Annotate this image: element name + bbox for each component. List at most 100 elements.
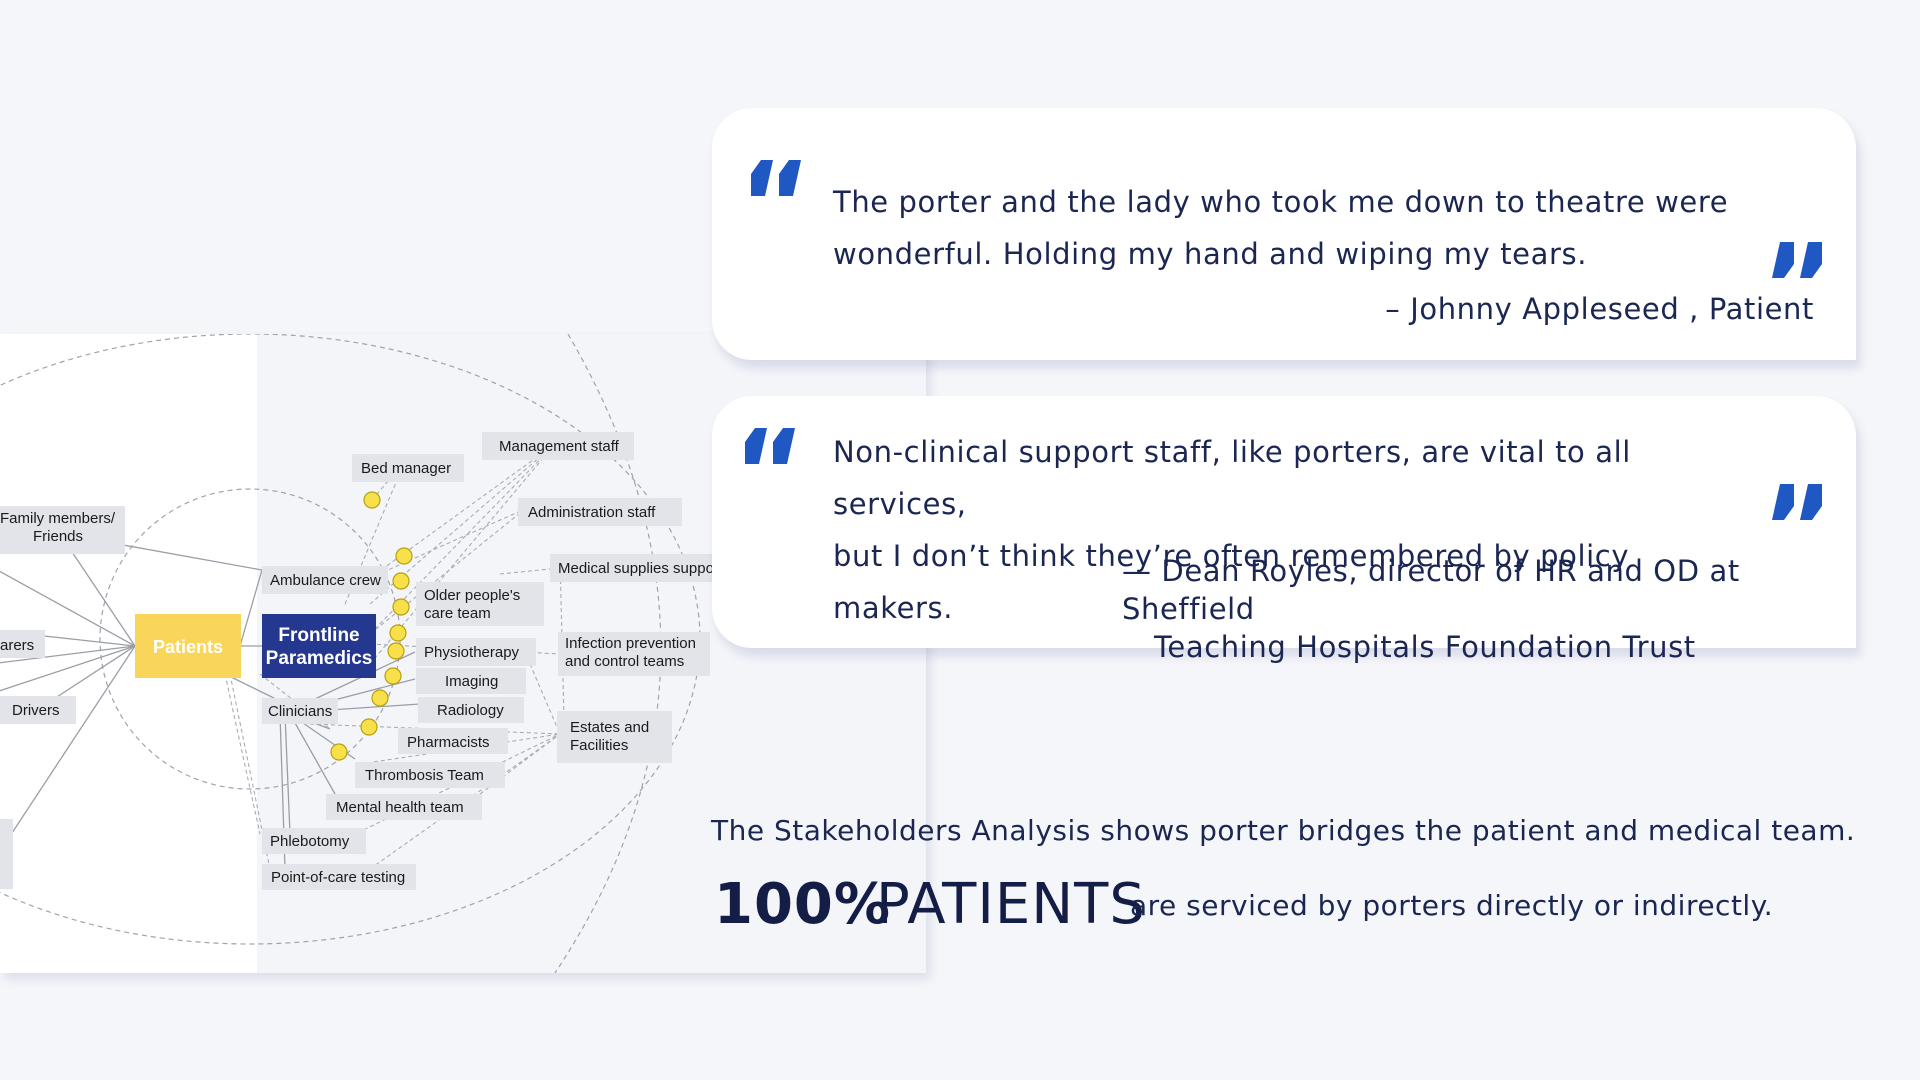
dash-bed-manager-2 bbox=[344, 460, 406, 605]
porter-dot bbox=[363, 491, 381, 509]
node-box bbox=[418, 697, 524, 723]
node-label: Point-of-care testing bbox=[271, 869, 405, 886]
node-label: Radiology bbox=[437, 702, 504, 719]
node-box bbox=[352, 454, 464, 482]
node-clinicians: Clinicians bbox=[262, 698, 338, 724]
node-bottom-left bbox=[0, 819, 13, 889]
dash-management-4 bbox=[369, 443, 556, 665]
node-box bbox=[262, 864, 416, 890]
node-label: Imaging bbox=[445, 673, 498, 690]
node-older-people: Older people's care team bbox=[416, 582, 544, 626]
quote-author: – Johnny Appleseed , Patient bbox=[1385, 292, 1814, 326]
dash-estates-3 bbox=[369, 733, 561, 870]
node-label: arers bbox=[0, 637, 34, 654]
node-radiology: Radiology bbox=[418, 697, 524, 723]
node-box bbox=[326, 794, 482, 820]
porter-dot bbox=[387, 642, 405, 660]
open-quote-icon bbox=[751, 160, 801, 196]
node-label: Estates and bbox=[570, 719, 649, 736]
hub-patients: Patients bbox=[135, 614, 241, 678]
node-label: care team bbox=[424, 605, 491, 622]
node-box bbox=[550, 554, 740, 582]
patient-links bbox=[0, 533, 263, 837]
node-medical-supplies: Medical supplies suppo bbox=[550, 554, 740, 582]
node-label: Friends bbox=[33, 528, 83, 545]
porter-dot bbox=[330, 743, 348, 761]
node-bed-manager: Bed manager bbox=[352, 454, 464, 482]
porter-dot bbox=[384, 667, 402, 685]
node-label: Bed manager bbox=[361, 460, 451, 477]
porter-dot bbox=[392, 572, 410, 590]
node-box bbox=[482, 432, 634, 460]
node-box bbox=[262, 698, 338, 724]
node-thrombosis-team: Thrombosis Team bbox=[355, 762, 505, 788]
node-label: Thrombosis Team bbox=[365, 767, 484, 784]
close-quote-icon bbox=[1772, 242, 1822, 278]
right-arc bbox=[554, 334, 662, 973]
link-patients-left-4 bbox=[0, 645, 136, 692]
node-box bbox=[355, 762, 505, 788]
node-label: Older people's bbox=[424, 587, 520, 604]
node-phlebotomy: Phlebotomy bbox=[262, 828, 366, 854]
stat-description: are serviced by porters directly or indi… bbox=[1130, 889, 1774, 922]
dash-estates-6 bbox=[529, 663, 561, 735]
node-mental-health-team: Mental health team bbox=[326, 794, 482, 820]
hub-box bbox=[262, 614, 376, 678]
node-imaging: Imaging bbox=[416, 668, 526, 694]
link-clinicians-phlebotomy bbox=[284, 713, 291, 835]
node-box bbox=[0, 819, 13, 889]
node-ambulance-crew: Ambulance crew bbox=[262, 566, 388, 594]
node-box bbox=[262, 566, 388, 594]
porter-dots bbox=[330, 491, 413, 761]
open-quote-icon bbox=[745, 428, 795, 464]
dash-admin-1 bbox=[369, 508, 526, 579]
stat-word: PATIENTS bbox=[876, 872, 1146, 937]
node-point-of-care: Point-of-care testing bbox=[262, 864, 416, 890]
node-label: Clinicians bbox=[268, 703, 332, 720]
porter-dot bbox=[395, 547, 413, 565]
node-box bbox=[0, 630, 45, 658]
hub-label: Patients bbox=[153, 637, 223, 657]
node-label: Phlebotomy bbox=[270, 833, 350, 850]
stat-number: 100% bbox=[714, 872, 892, 937]
node-label: Infection prevention bbox=[565, 635, 696, 652]
link-hub-ambulance bbox=[239, 569, 263, 647]
hub-frontline-paramedics: Frontline Paramedics bbox=[262, 614, 376, 678]
node-box bbox=[518, 498, 682, 526]
node-label: Facilities bbox=[570, 737, 628, 754]
hub-box bbox=[135, 614, 241, 678]
quote-line: wonderful. Holding my hand and wiping my… bbox=[833, 237, 1588, 271]
node-pharmacists: Pharmacists bbox=[398, 728, 508, 754]
node-family: Family members/ Friends bbox=[0, 506, 125, 554]
node-estates-facilities: Estates and Facilities bbox=[557, 711, 672, 763]
dash-admin-2 bbox=[369, 508, 526, 635]
node-label: Management staff bbox=[499, 438, 620, 455]
node-label: Family members/ bbox=[0, 510, 116, 527]
node-box bbox=[557, 711, 672, 763]
node-drivers: Drivers bbox=[0, 696, 76, 724]
porter-dot bbox=[371, 689, 389, 707]
quote-author-line: — Dean Royles, director of HR and OD at … bbox=[1122, 554, 1740, 626]
hub-label: Frontline bbox=[278, 625, 359, 646]
node-label: Drivers bbox=[12, 702, 60, 719]
quote-author: — Dean Royles, director of HR and OD at … bbox=[1122, 552, 1842, 666]
node-box bbox=[558, 632, 710, 676]
close-quote-icon bbox=[1772, 484, 1822, 520]
quote-card-patient: The porter and the lady who took me down… bbox=[712, 108, 1856, 360]
porter-dot bbox=[392, 598, 410, 616]
node-label: Mental health team bbox=[336, 799, 464, 816]
node-box bbox=[262, 828, 366, 854]
porter-dot bbox=[389, 624, 407, 642]
node-box bbox=[0, 506, 125, 554]
node-label: Pharmacists bbox=[407, 734, 490, 751]
link-patients-bottom bbox=[9, 645, 136, 837]
node-box bbox=[398, 728, 508, 754]
analysis-caption: The Stakeholders Analysis shows porter b… bbox=[711, 814, 1856, 847]
node-label: Medical supplies suppo bbox=[558, 560, 714, 577]
porter-dot bbox=[360, 718, 378, 736]
node-label: Administration staff bbox=[528, 504, 656, 521]
dash-hub-phlebotomy bbox=[224, 673, 261, 835]
quote-text: The porter and the lady who took me down… bbox=[833, 176, 1753, 280]
dash-management-2 bbox=[369, 443, 556, 605]
link-clinicians-mental-health bbox=[289, 713, 336, 795]
